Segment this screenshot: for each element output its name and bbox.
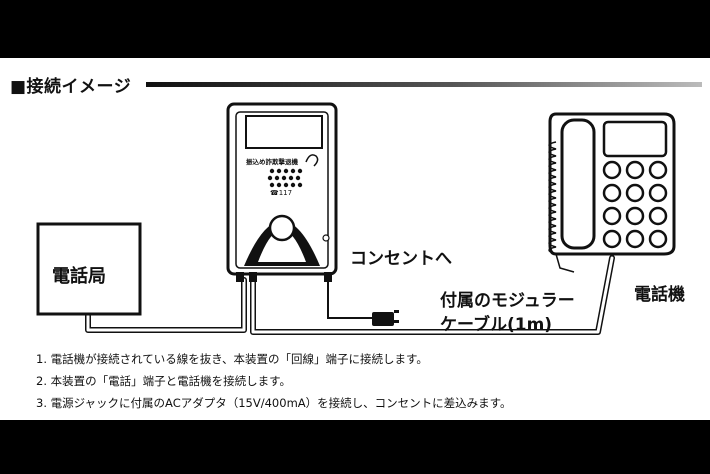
keypad: [602, 160, 668, 249]
power-cable: [327, 280, 372, 319]
connection-diagram-panel: ■接続イメージ: [0, 58, 710, 420]
phone-display: [602, 120, 668, 158]
coiled-cord: [548, 141, 557, 255]
device-title: 振込め詐欺撃退機: [246, 158, 298, 166]
instruction-step: 1. 電話機が接続されている線を抜き、本装置の「回線」端子に接続します。: [36, 352, 428, 366]
heading-rule: [146, 82, 702, 87]
device-logo: LET'S: [272, 254, 294, 262]
label-telephone-office: 電話局: [52, 266, 106, 287]
ac-adapter: [372, 310, 399, 326]
section-heading: ■接続イメージ: [10, 77, 132, 97]
ear-icon: [305, 154, 319, 167]
label-to-outlet: コンセントへ: [350, 249, 452, 269]
instruction-step: 3. 電源ジャックに付属のACアダプタ（15V/400mA）を接続し、コンセント…: [36, 396, 512, 410]
telephone-office-box: [36, 222, 142, 316]
instruction-list: 1. 電話機が接続されている線を抜き、本装置の「回線」端子に接続します。 2. …: [36, 348, 512, 414]
device-display: [245, 115, 323, 149]
label-modular-cable-line1: 付属のモジュラー: [440, 291, 575, 311]
diagram-art: [36, 102, 676, 335]
label-modular-cable-line2: ケーブル(1m): [440, 315, 553, 335]
speaker-grille: [267, 168, 303, 188]
device-button: [268, 214, 296, 242]
device-number: ☎117: [270, 189, 293, 197]
device-unit: [226, 102, 338, 282]
telephone-set: [548, 112, 676, 273]
instruction-step: 2. 本装置の「電話」端子と電話機を接続します。: [36, 374, 291, 388]
handset: [560, 118, 596, 250]
label-telephone: 電話機: [634, 285, 685, 305]
device-led: [322, 234, 330, 242]
